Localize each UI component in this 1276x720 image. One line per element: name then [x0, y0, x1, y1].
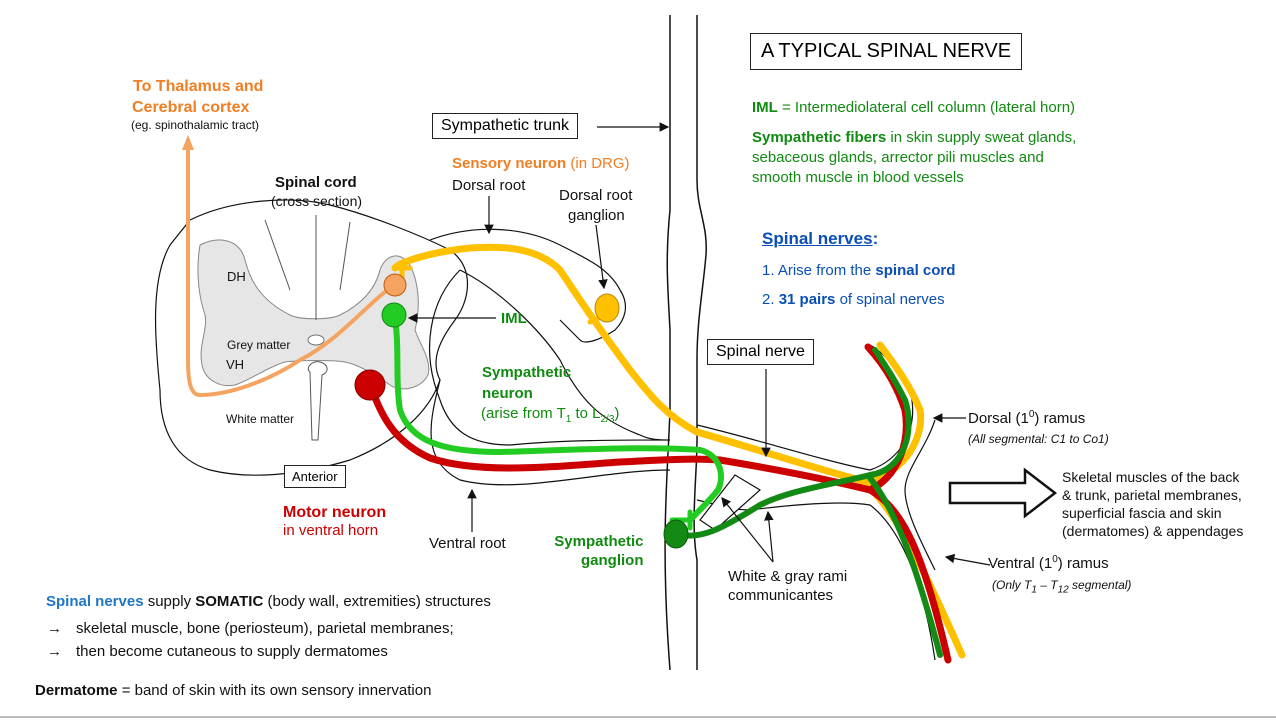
arrow-bullet-icon: → — [47, 643, 62, 660]
dh-label: DH — [227, 269, 246, 284]
drg-cell-body — [594, 293, 620, 323]
anterior-label: Anterior — [284, 465, 346, 488]
inner-loop-outline — [429, 269, 671, 446]
spinal-nerves-item-2: 2. 31 pairs of spinal nerves — [762, 291, 945, 308]
dorsal-ramus-label: Dorsal (10) ramus — [968, 409, 1086, 427]
ventral-ramus-label: Ventral (10) ramus — [988, 554, 1109, 572]
dorsal-horn-neuron — [383, 273, 407, 297]
arrow-ventral-ramus — [944, 553, 991, 566]
somatic-bullet-1: →skeletal muscle, bone (periosteum), par… — [47, 620, 454, 637]
arrow-rami-gray — [764, 510, 774, 563]
grey-matter — [197, 239, 430, 390]
arrow-bullet-icon: → — [47, 620, 62, 637]
central-canal — [307, 334, 325, 346]
arrow-rami-white — [721, 497, 774, 563]
to-thalamus-example: (eg. spinothalamic tract) — [131, 118, 260, 132]
arrow-drg — [595, 224, 608, 290]
in-ventral-horn-label: in ventral horn — [283, 522, 379, 539]
ascending-tract-fiber — [186, 138, 397, 398]
sympathetic-ganglion-cell — [663, 519, 689, 549]
iml-label: IML — [501, 310, 527, 327]
drg-label: Dorsal root ganglion — [559, 187, 633, 224]
sympathetic-trunk-left-line — [664, 15, 671, 671]
iml-definition: IML = Intermediolateral cell column (lat… — [752, 99, 1076, 116]
rami-label: White & gray rami communicantes — [728, 568, 848, 604]
dermatome-definition: Dermatome = band of skin with its own se… — [35, 682, 432, 699]
motor-neuron-cell-body — [354, 369, 386, 401]
white-matter-label: White matter — [226, 412, 295, 426]
sympathetic-ganglion-label: Sympathetic ganglion — [554, 533, 644, 569]
sympathetic-trunk-right-line — [693, 15, 707, 670]
dorsal-septum-lines — [264, 215, 351, 320]
sympathetic-trunk-label: Sympathetic trunk — [432, 113, 579, 139]
to-thalamus-label: To Thalamus and Cerebral cortex — [132, 78, 264, 116]
spinal-nerve-label: Spinal nerve — [707, 339, 814, 365]
vh-label: VH — [226, 357, 245, 372]
sympathetic-neuron-label: Sympathetic neuron — [482, 364, 572, 402]
cross-section-label: (cross section) — [271, 193, 363, 209]
ascending-arrowhead — [182, 135, 194, 150]
sympathetic-fibers-definition: Sympathetic fibers in skin supply sweat … — [752, 129, 1077, 186]
spinal-nerve-bulge — [904, 419, 936, 571]
motor-neuron-label: Motor neuron — [283, 504, 387, 521]
sensory-neuron-label: Sensory neuron (in DRG) — [452, 155, 630, 172]
anterior-median-fissure — [307, 361, 328, 441]
dorsal-ramus-note: (All segmental: C1 to Co1) — [968, 432, 1109, 446]
spinal-nerves-item-1: 1. Arise from the spinal cord — [762, 262, 956, 279]
page-title: A TYPICAL SPINAL NERVE — [750, 33, 1023, 70]
sensory-fiber-root — [391, 243, 925, 484]
somatic-supply-line: Spinal nerves supply SOMATIC (body wall,… — [46, 593, 491, 610]
spinal-nerves-heading: Spinal nerves: — [762, 229, 879, 248]
big-arrow-to-targets — [948, 467, 1058, 519]
skeletal-targets-label: Skeletal muscles of the back & trunk, pa… — [1062, 469, 1244, 539]
ventral-root-label: Ventral root — [429, 535, 506, 552]
sympathetic-arise-label: (arise from T1 to L2/3) — [481, 405, 620, 425]
ventral-root-outline — [430, 379, 671, 486]
sympathetic-preganglionic-fiber — [391, 312, 724, 523]
dorsal-root-label: Dorsal root — [452, 177, 526, 194]
sympathetic-postganglionic-fiber — [674, 347, 943, 658]
ventral-ramus-note: (Only T1 – T12 segmental) — [992, 578, 1132, 596]
iml-neuron — [381, 302, 407, 328]
somatic-bullet-2: →then become cutaneous to supply dermato… — [47, 643, 388, 660]
spinal-cord-label: Spinal cord — [275, 174, 357, 191]
grey-matter-label: Grey matter — [227, 338, 291, 352]
